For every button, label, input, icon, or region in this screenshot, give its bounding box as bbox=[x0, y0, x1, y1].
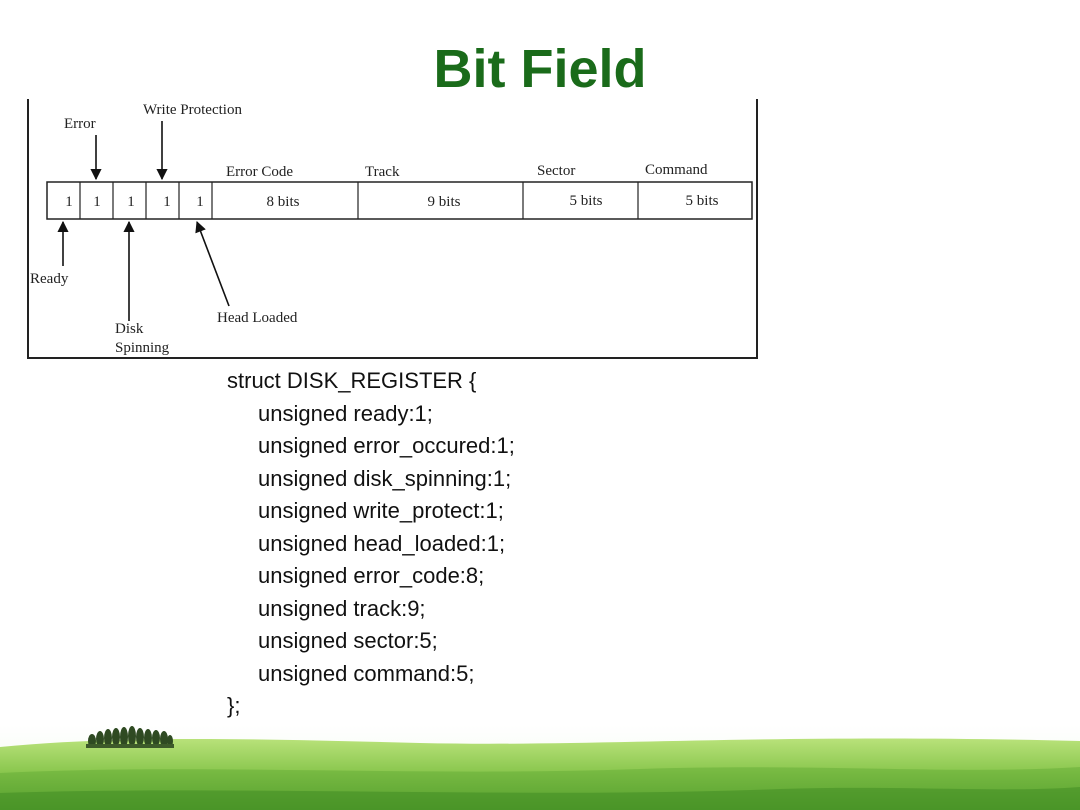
label-command: Command bbox=[645, 162, 708, 178]
cell-head-loaded-value: 1 bbox=[196, 194, 204, 210]
label-disk: Disk bbox=[115, 321, 144, 337]
diagram-frame bbox=[27, 99, 758, 359]
cell-error-value: 1 bbox=[93, 194, 101, 210]
arrow-head-loaded bbox=[195, 220, 230, 307]
code-line-member: unsigned command:5; bbox=[258, 660, 475, 686]
bit-field-diagram: 1 1 1 1 1 8 bits 9 bits 5 bits 5 bits Er… bbox=[30, 102, 753, 356]
code-line-open: struct DISK_REGISTER { bbox=[227, 368, 477, 393]
label-track: Track bbox=[365, 164, 400, 180]
struct-code-block: struct DISK_REGISTER { unsigned ready:1;… bbox=[227, 365, 515, 723]
code-line-member: unsigned disk_spinning:1; bbox=[258, 465, 512, 491]
code-line-member: unsigned track:9; bbox=[258, 595, 426, 621]
label-error-code: Error Code bbox=[226, 164, 293, 180]
cell-track-value: 9 bits bbox=[428, 194, 461, 210]
code-line-member: unsigned error_code:8; bbox=[258, 563, 485, 588]
cell-disk-spinning-value: 1 bbox=[127, 194, 135, 210]
label-error: Error bbox=[64, 116, 96, 132]
code-line-member: unsigned head_loaded:1; bbox=[258, 530, 506, 556]
code-line-member: unsigned sector:5; bbox=[258, 628, 438, 653]
register-outline bbox=[46, 181, 753, 220]
code-line-member: unsigned ready:1; bbox=[258, 400, 433, 426]
grass-landscape-image bbox=[0, 725, 1080, 810]
cell-error-code-value: 8 bits bbox=[267, 194, 300, 210]
label-write-protection: Write Protection bbox=[143, 102, 242, 118]
cell-command-value: 5 bits bbox=[686, 193, 719, 209]
label-head-loaded: Head Loaded bbox=[217, 310, 298, 326]
code-line-member: unsigned write_protect:1; bbox=[258, 498, 504, 523]
code-line-member: unsigned error_occured:1; bbox=[258, 433, 515, 458]
label-spinning: Spinning bbox=[115, 340, 170, 356]
label-sector: Sector bbox=[537, 163, 575, 179]
label-ready: Ready bbox=[30, 271, 69, 287]
code-line-close: }; bbox=[227, 693, 241, 718]
cell-sector-value: 5 bits bbox=[570, 193, 603, 209]
tree-cluster-icon bbox=[86, 726, 174, 748]
slide-title: Bit Field bbox=[433, 39, 647, 99]
cell-write-protect-value: 1 bbox=[163, 194, 171, 210]
cell-ready-value: 1 bbox=[65, 194, 73, 210]
